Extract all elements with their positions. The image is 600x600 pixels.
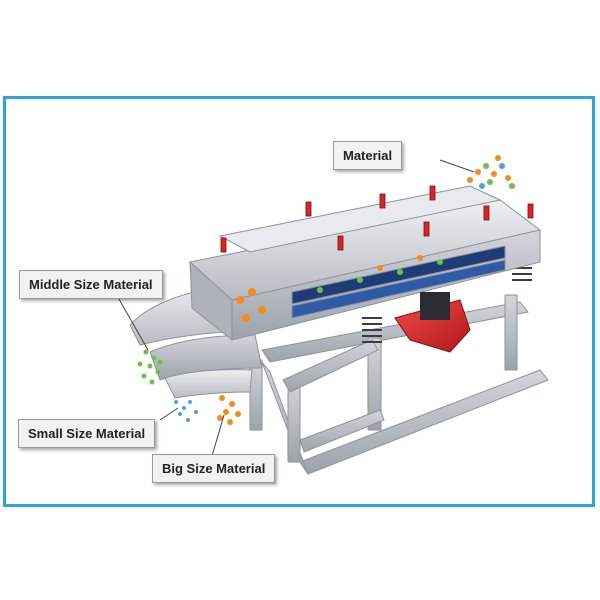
- material-label: Material: [333, 141, 403, 170]
- machine-base-frame: [249, 294, 549, 475]
- middle-size-output: [137, 349, 163, 385]
- middle-size-material-label: Middle Size Material: [19, 270, 163, 299]
- screen-box-body: [188, 185, 542, 342]
- material-on-screen: [236, 255, 443, 322]
- big-size-output: [217, 395, 241, 425]
- small-size-output: [174, 400, 198, 422]
- vibration-motor: [394, 292, 471, 353]
- small-size-material-label: Small Size Material: [18, 419, 156, 448]
- callout-leader-lines: [114, 159, 475, 457]
- incoming-material-particles: [467, 155, 515, 189]
- clamp-handles: [220, 185, 534, 253]
- big-size-material-label: Big Size Material: [152, 454, 276, 483]
